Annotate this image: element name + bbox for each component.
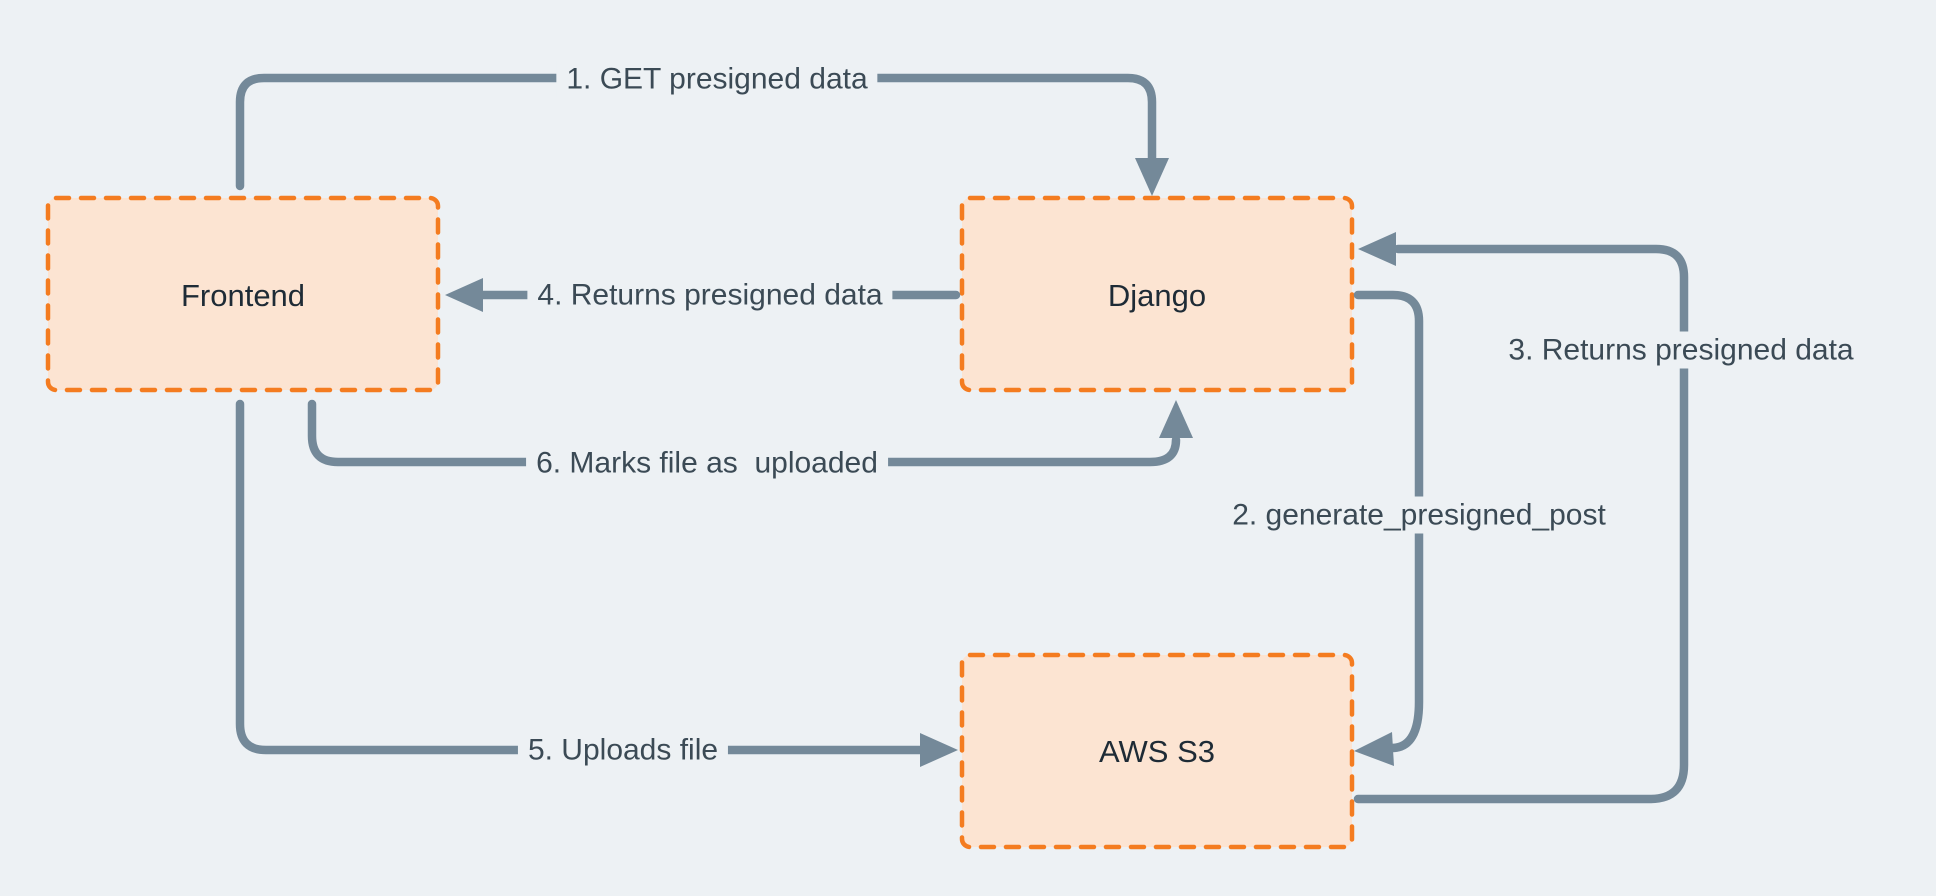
edge-5-arrowhead-right-icon xyxy=(920,733,958,767)
node-label-aws-s3: AWS S3 xyxy=(1099,734,1215,769)
edge-label-uploads-file: 5. Uploads file xyxy=(517,731,729,769)
edge-6-marks-file-uploaded-line xyxy=(307,399,1181,467)
edge-3-returns-presigned-data-line xyxy=(1353,244,1689,804)
edge-4-arrowhead-left-icon xyxy=(445,278,483,312)
edge-label-marks-file-uploaded: 6. Marks file as uploaded xyxy=(526,444,888,482)
edge-6-arrowhead-up-icon xyxy=(1159,400,1193,438)
edge-1-arrowhead-down-icon xyxy=(1135,158,1169,196)
edge-3-arrowhead-left-icon xyxy=(1358,232,1396,266)
edge-label-generate-presigned-post: 2. generate_presigned_post xyxy=(1222,496,1616,534)
edge-5-uploads-file-line xyxy=(235,399,925,755)
node-box-aws-s3 xyxy=(959,652,1355,850)
node-box-frontend xyxy=(45,195,441,393)
node-label-frontend: Frontend xyxy=(180,278,306,313)
edge-label-returns-presigned-data-s3: 3. Returns presigned data xyxy=(1498,331,1864,369)
node-box-django xyxy=(959,195,1355,393)
edge-label-returns-presigned-data-frontend: 4. Returns presigned data xyxy=(527,276,893,314)
edge-2-arrowhead-left-icon xyxy=(1354,732,1394,766)
node-label-django: Django xyxy=(1107,278,1207,313)
edge-label-get-presigned-data: 1. GET presigned data xyxy=(556,60,878,98)
